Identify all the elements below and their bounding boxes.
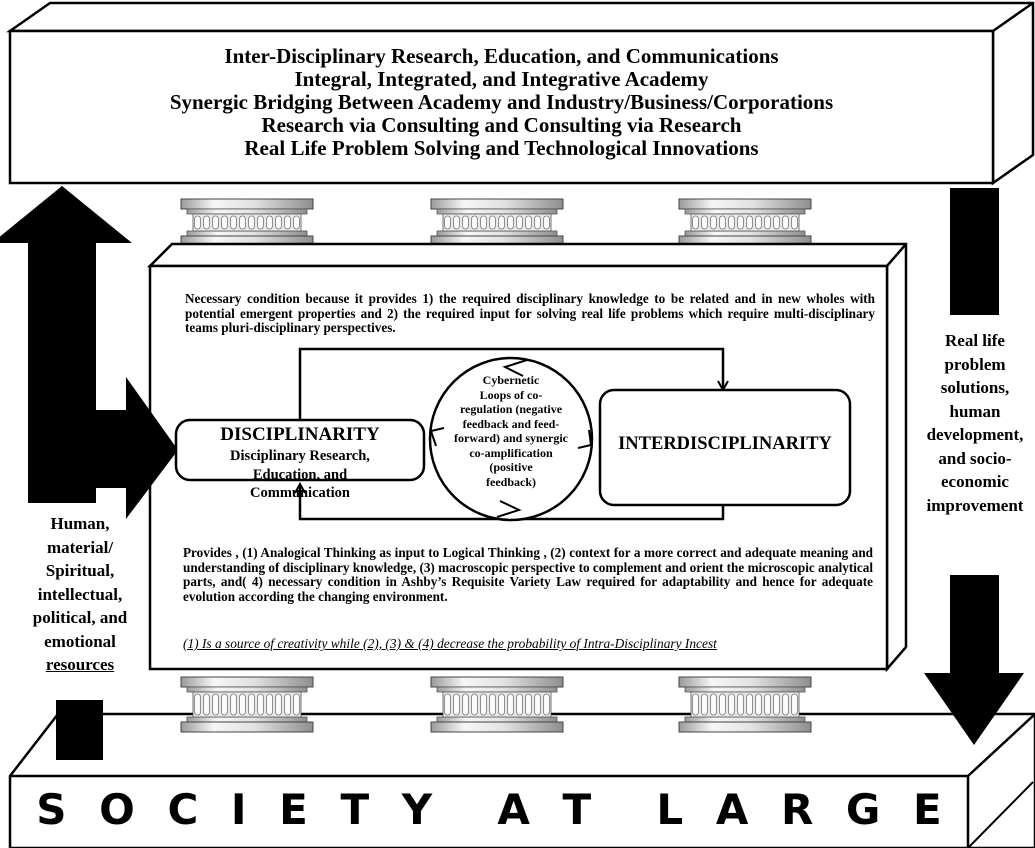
column: [430, 198, 564, 247]
cycle-line: co-amplification: [469, 445, 553, 460]
top-line-4: Research via Consulting and Consulting v…: [261, 113, 742, 137]
cybernetic-loop-text: Cybernetic Loops of co- regulation (nega…: [446, 373, 576, 489]
left-resources-label: Human, material/ Spiritual, intellectual…: [0, 512, 160, 677]
cycle-line: forward) and synergic: [454, 431, 568, 445]
right-label-line: Real life: [945, 331, 1005, 350]
top-box: [6, 1, 1035, 186]
top-line-2: Integral, Integrated, and Integrative Ac…: [294, 67, 709, 91]
left-arrow-shape: [0, 188, 178, 760]
right-label-line: solutions,: [940, 378, 1010, 397]
disciplinarity-subtitle: Disciplinary Research, Education, and Co…: [230, 448, 370, 501]
left-label-line: intellectual,: [37, 584, 123, 604]
right-label-line: development,: [926, 425, 1024, 444]
cycle-line: feedback and feed-: [462, 416, 560, 431]
cybernetic-loop-circle: [428, 356, 594, 522]
column: [678, 676, 812, 733]
disciplinarity-title: DISCIPLINARITY: [220, 424, 380, 445]
disciplinarity-label: DISCIPLINARITY Disciplinary Research, Ed…: [178, 424, 422, 503]
interdisciplinarity-title: INTERDISCIPLINARITY: [618, 434, 832, 454]
left-label-line: political, and: [32, 608, 128, 627]
top-columns: [180, 198, 812, 247]
right-solutions-label: Real life problem solutions, human devel…: [910, 329, 1035, 517]
right-label-line: and socio-: [938, 448, 1012, 468]
right-solution-arrow: [924, 188, 1024, 745]
left-label-line: Spiritual,: [45, 561, 115, 580]
column: [180, 676, 314, 733]
left-label-resources: resources: [45, 655, 115, 674]
left-label-line: emotional: [44, 631, 116, 651]
column: [678, 198, 812, 247]
left-label-line: material/: [46, 537, 114, 557]
cycle-line: Cybernetic: [482, 373, 540, 387]
left-label-line: Human,: [50, 514, 110, 533]
right-label-line: human: [949, 401, 1001, 421]
cycle-line: (positive: [489, 460, 533, 474]
society-at-large-title: S O C I E T Y A T L A R G E: [36, 785, 942, 834]
provides-text: Provides , (1) Analogical Thinking as in…: [183, 545, 873, 604]
cycle-line: Loops of co-: [479, 387, 543, 402]
society-base: [8, 712, 1035, 848]
right-label-line: economic: [941, 472, 1009, 491]
interdisciplinarity-box: [598, 388, 852, 507]
cycle-line: feedback): [486, 474, 536, 489]
necessary-condition-text: Necessary condition because it provides …: [185, 291, 875, 335]
top-line-1: Inter-Disciplinary Research, Education, …: [224, 44, 779, 68]
bottom-columns: [180, 676, 812, 733]
top-line-5: Real Life Problem Solving and Technologi…: [244, 136, 759, 160]
column: [180, 198, 314, 247]
top-box-text: Inter-Disciplinary Research, Education, …: [10, 45, 993, 160]
footnote-text: (1) Is a source of creativity while (2),…: [183, 636, 717, 651]
right-label-line: improvement: [926, 495, 1024, 515]
column: [430, 676, 564, 733]
cycle-line: regulation (negative: [459, 402, 563, 416]
right-label-line: problem: [944, 354, 1006, 374]
top-line-3: Synergic Bridging Between Academy and In…: [169, 90, 834, 114]
disciplinarity-box: [174, 418, 426, 482]
